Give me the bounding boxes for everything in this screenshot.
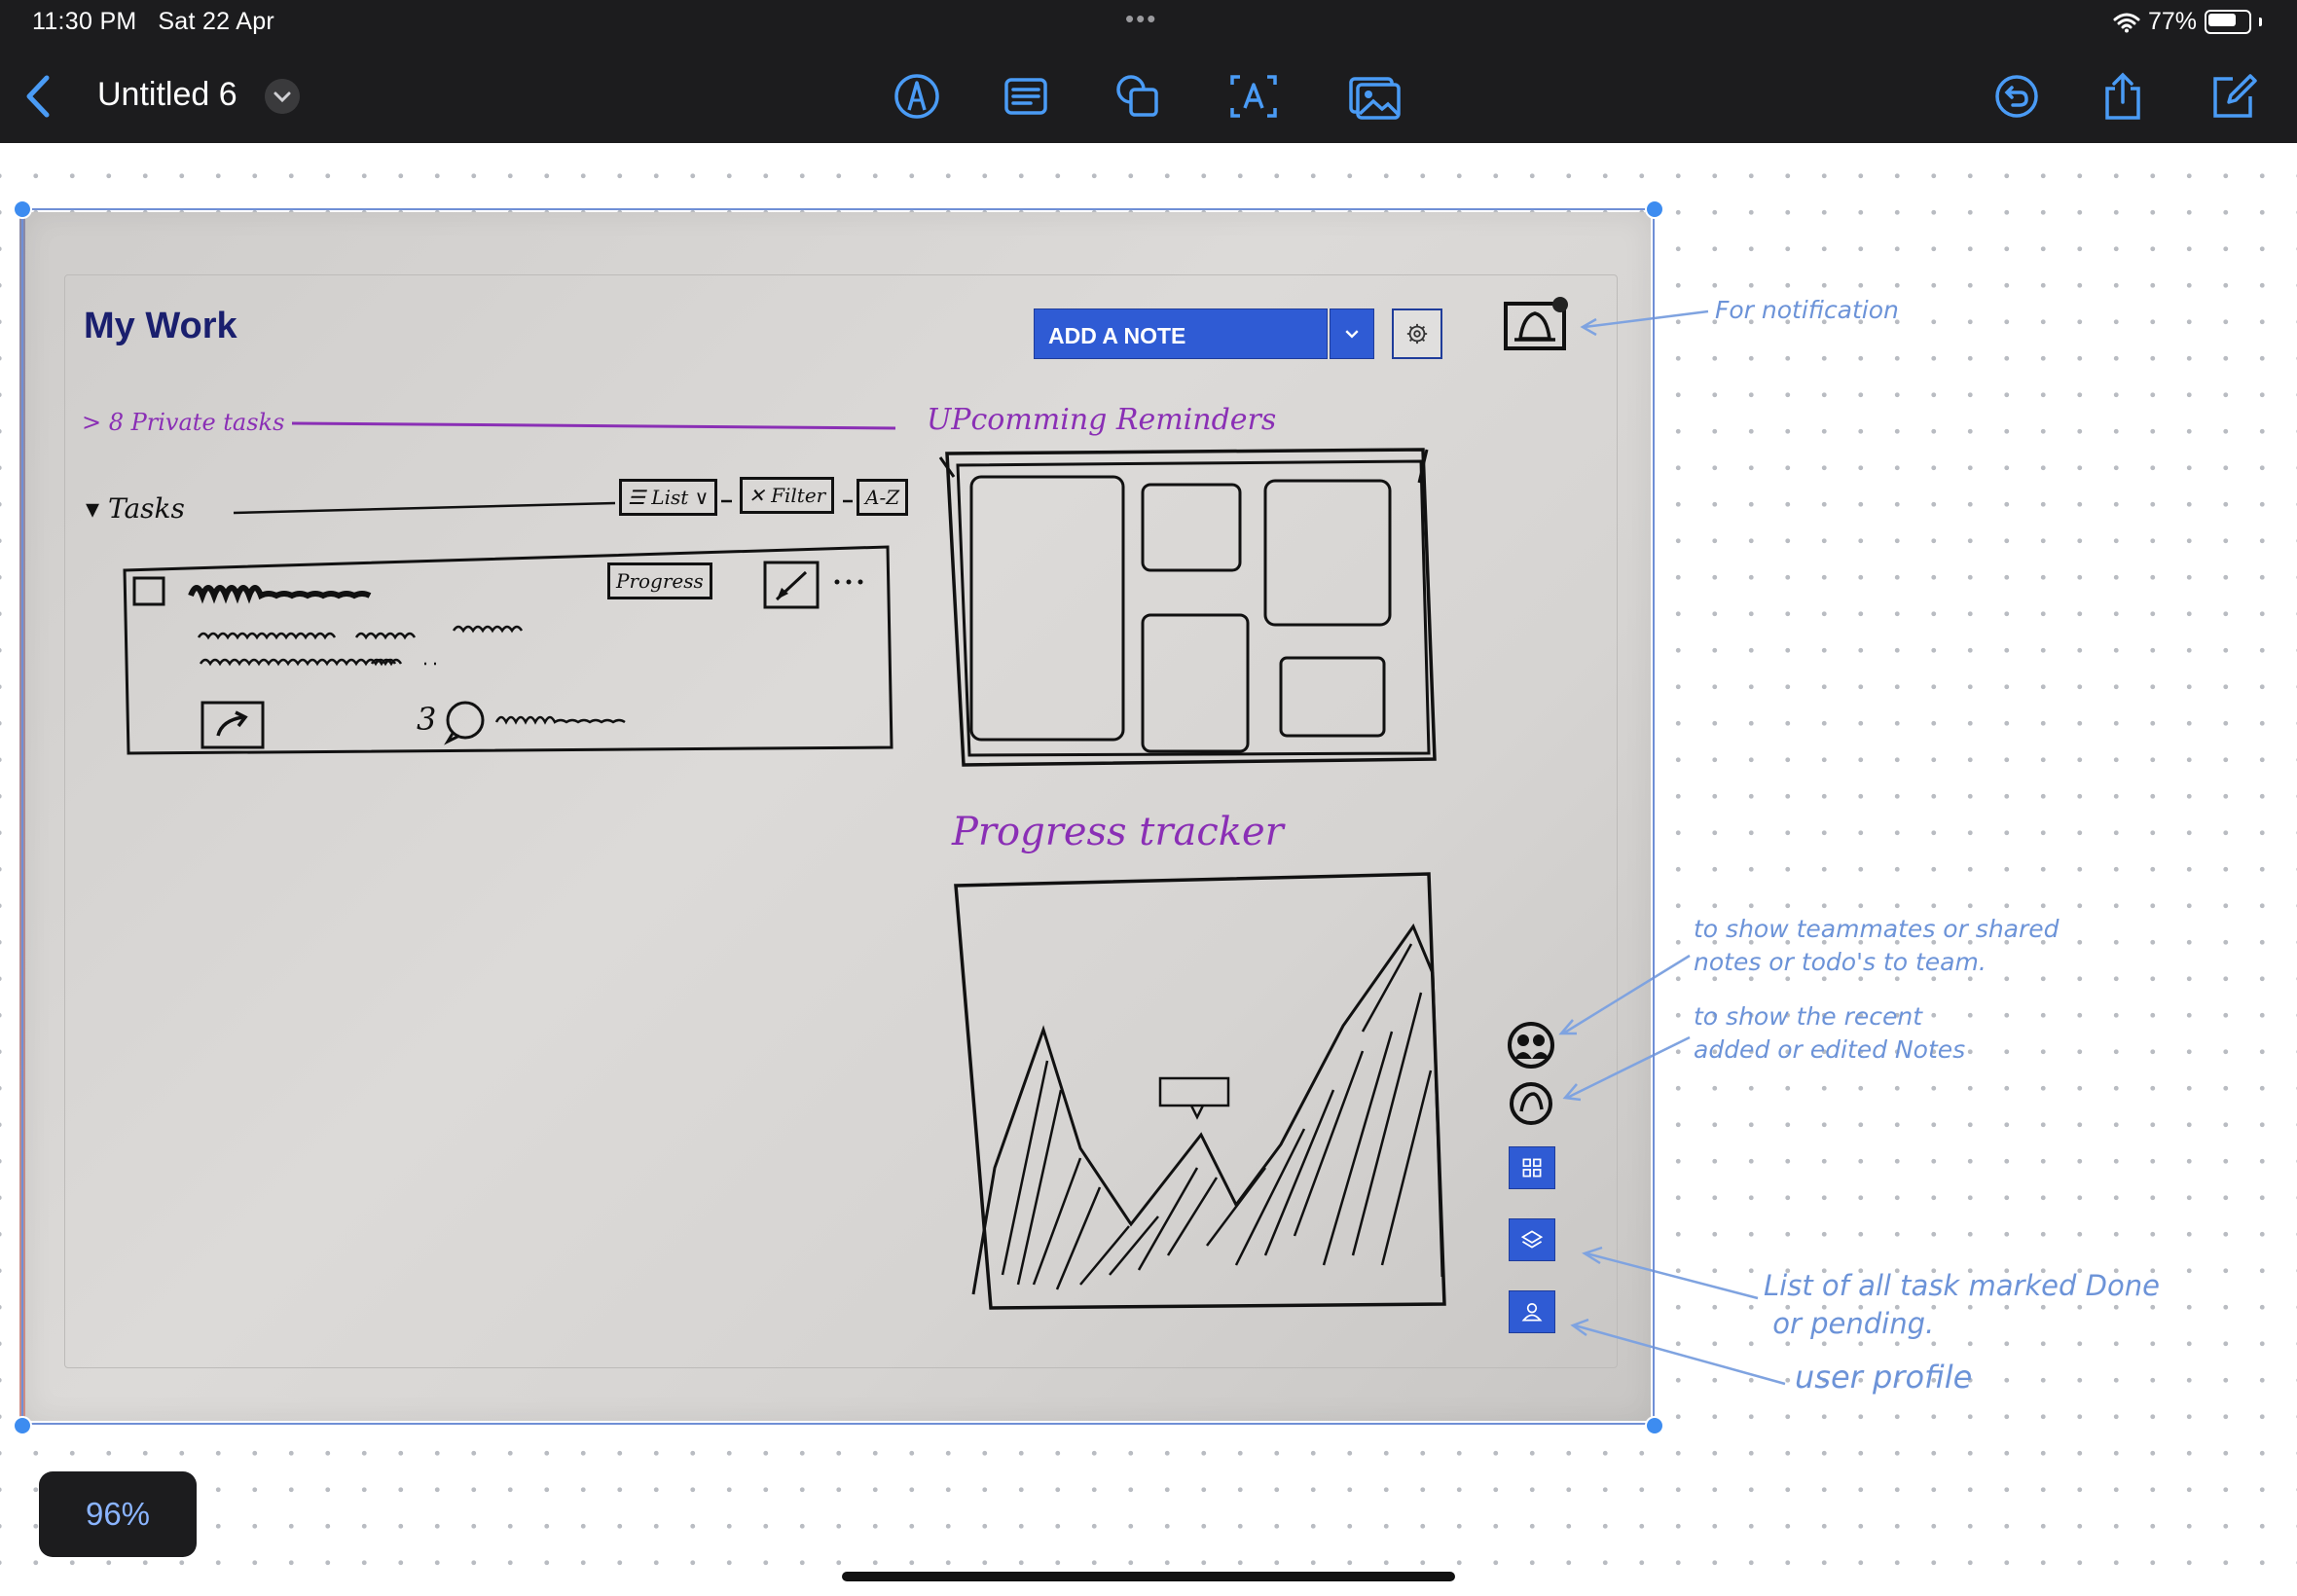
annotation-profile: user profile <box>1795 1359 1973 1396</box>
task-title-scribble <box>188 585 372 604</box>
dashboard-grid-icon <box>1509 1146 1555 1189</box>
add-note-button: ADD A NOTE <box>1034 308 1328 359</box>
status-right: 77% <box>2113 8 2262 36</box>
task-card-outline <box>123 545 893 755</box>
progress-chart-line <box>971 923 1444 1295</box>
page-title: My Work <box>84 306 237 346</box>
arrow-profile <box>1570 1318 1786 1386</box>
sort-az-chip: A-Z <box>857 479 909 516</box>
top-toolbar: 11:30 PM Sat 22 Apr ••• 77% Untitled 6 <box>0 0 2297 143</box>
annotation-tasklist: List of all task marked Done or pending. <box>1764 1269 2160 1341</box>
list-chip: ☰ List ∨ <box>619 479 718 516</box>
multitasking-dots[interactable]: ••• <box>1125 4 1158 33</box>
progress-tooltip <box>1158 1076 1230 1107</box>
progress-chart-outline <box>954 872 1446 1310</box>
comment-icon <box>446 701 485 740</box>
notification-bell-icon <box>1504 297 1568 350</box>
status-time: 11:30 PM Sat 22 Apr <box>32 8 275 35</box>
title-menu-chevron-icon[interactable] <box>265 79 300 114</box>
text-box-icon[interactable] <box>1001 71 1051 122</box>
arrow-recent <box>1562 1035 1691 1102</box>
progress-tracker-title: Progress tracker <box>952 810 1284 854</box>
progress-chart-shading <box>1001 943 1433 1290</box>
undo-icon[interactable] <box>1991 71 2042 122</box>
reminder-card-1 <box>969 475 1125 742</box>
user-profile-icon <box>1509 1290 1555 1333</box>
reminder-card-3 <box>1263 479 1392 627</box>
tasks-divider-line <box>233 501 616 515</box>
share-icon[interactable] <box>2097 71 2148 122</box>
battery-fill <box>2208 14 2236 26</box>
arrow-notification <box>1580 309 1709 337</box>
task-share-icon <box>201 701 265 749</box>
private-tasks-label: > 8 Private tasks <box>82 409 285 436</box>
resize-handle-bottom-left[interactable] <box>13 1416 32 1435</box>
comment-count: 3 <box>417 701 437 738</box>
paper-sheet <box>64 274 1618 1368</box>
sketch-photo[interactable] <box>25 212 1651 1421</box>
resize-handle-top-left[interactable] <box>13 200 32 219</box>
progress-chip: Progress <box>607 562 712 599</box>
wifi-icon <box>2113 13 2140 32</box>
private-tasks-line <box>291 421 896 430</box>
tasks-label: ▾ Tasks <box>86 492 185 525</box>
filter-chip: ✕ Filter <box>740 477 835 514</box>
annotation-notification: For notification <box>1715 296 1899 324</box>
reminders-outline <box>945 448 1437 767</box>
reminder-card-4 <box>1141 613 1250 753</box>
image-insert-icon[interactable] <box>1347 71 1402 122</box>
recent-notes-icon <box>1510 1082 1552 1125</box>
task-description-scribble <box>197 625 524 640</box>
layers-icon <box>1509 1218 1555 1261</box>
new-note-icon[interactable] <box>2207 71 2258 122</box>
battery-percent: 77% <box>2147 8 2197 35</box>
settings-gear-icon <box>1392 308 1442 359</box>
arrow-teammates <box>1558 954 1691 1035</box>
teammates-icon <box>1508 1022 1554 1069</box>
battery-nub <box>2259 18 2262 26</box>
reminders-title: UPcomming Reminders <box>927 403 1277 437</box>
battery-icon <box>2205 10 2251 34</box>
resize-handle-top-right[interactable] <box>1645 200 1664 219</box>
zoom-indicator[interactable]: 96% <box>39 1471 197 1557</box>
arrow-tasklist <box>1582 1246 1759 1300</box>
shapes-icon[interactable] <box>1112 71 1163 122</box>
text-recognition-icon[interactable] <box>1228 71 1279 122</box>
task-edit-icon <box>763 561 820 609</box>
back-chevron-icon[interactable] <box>21 72 56 121</box>
home-indicator[interactable] <box>842 1572 1455 1581</box>
document-title[interactable]: Untitled 6 <box>97 76 237 113</box>
selection-frame[interactable] <box>21 208 1655 1425</box>
resize-handle-bottom-right[interactable] <box>1645 1416 1664 1435</box>
task-checkbox <box>132 576 165 606</box>
reminder-card-2 <box>1141 483 1242 572</box>
pen-tool-icon[interactable] <box>892 71 942 122</box>
add-note-dropdown-icon <box>1330 308 1374 359</box>
reminder-card-5 <box>1279 656 1386 738</box>
